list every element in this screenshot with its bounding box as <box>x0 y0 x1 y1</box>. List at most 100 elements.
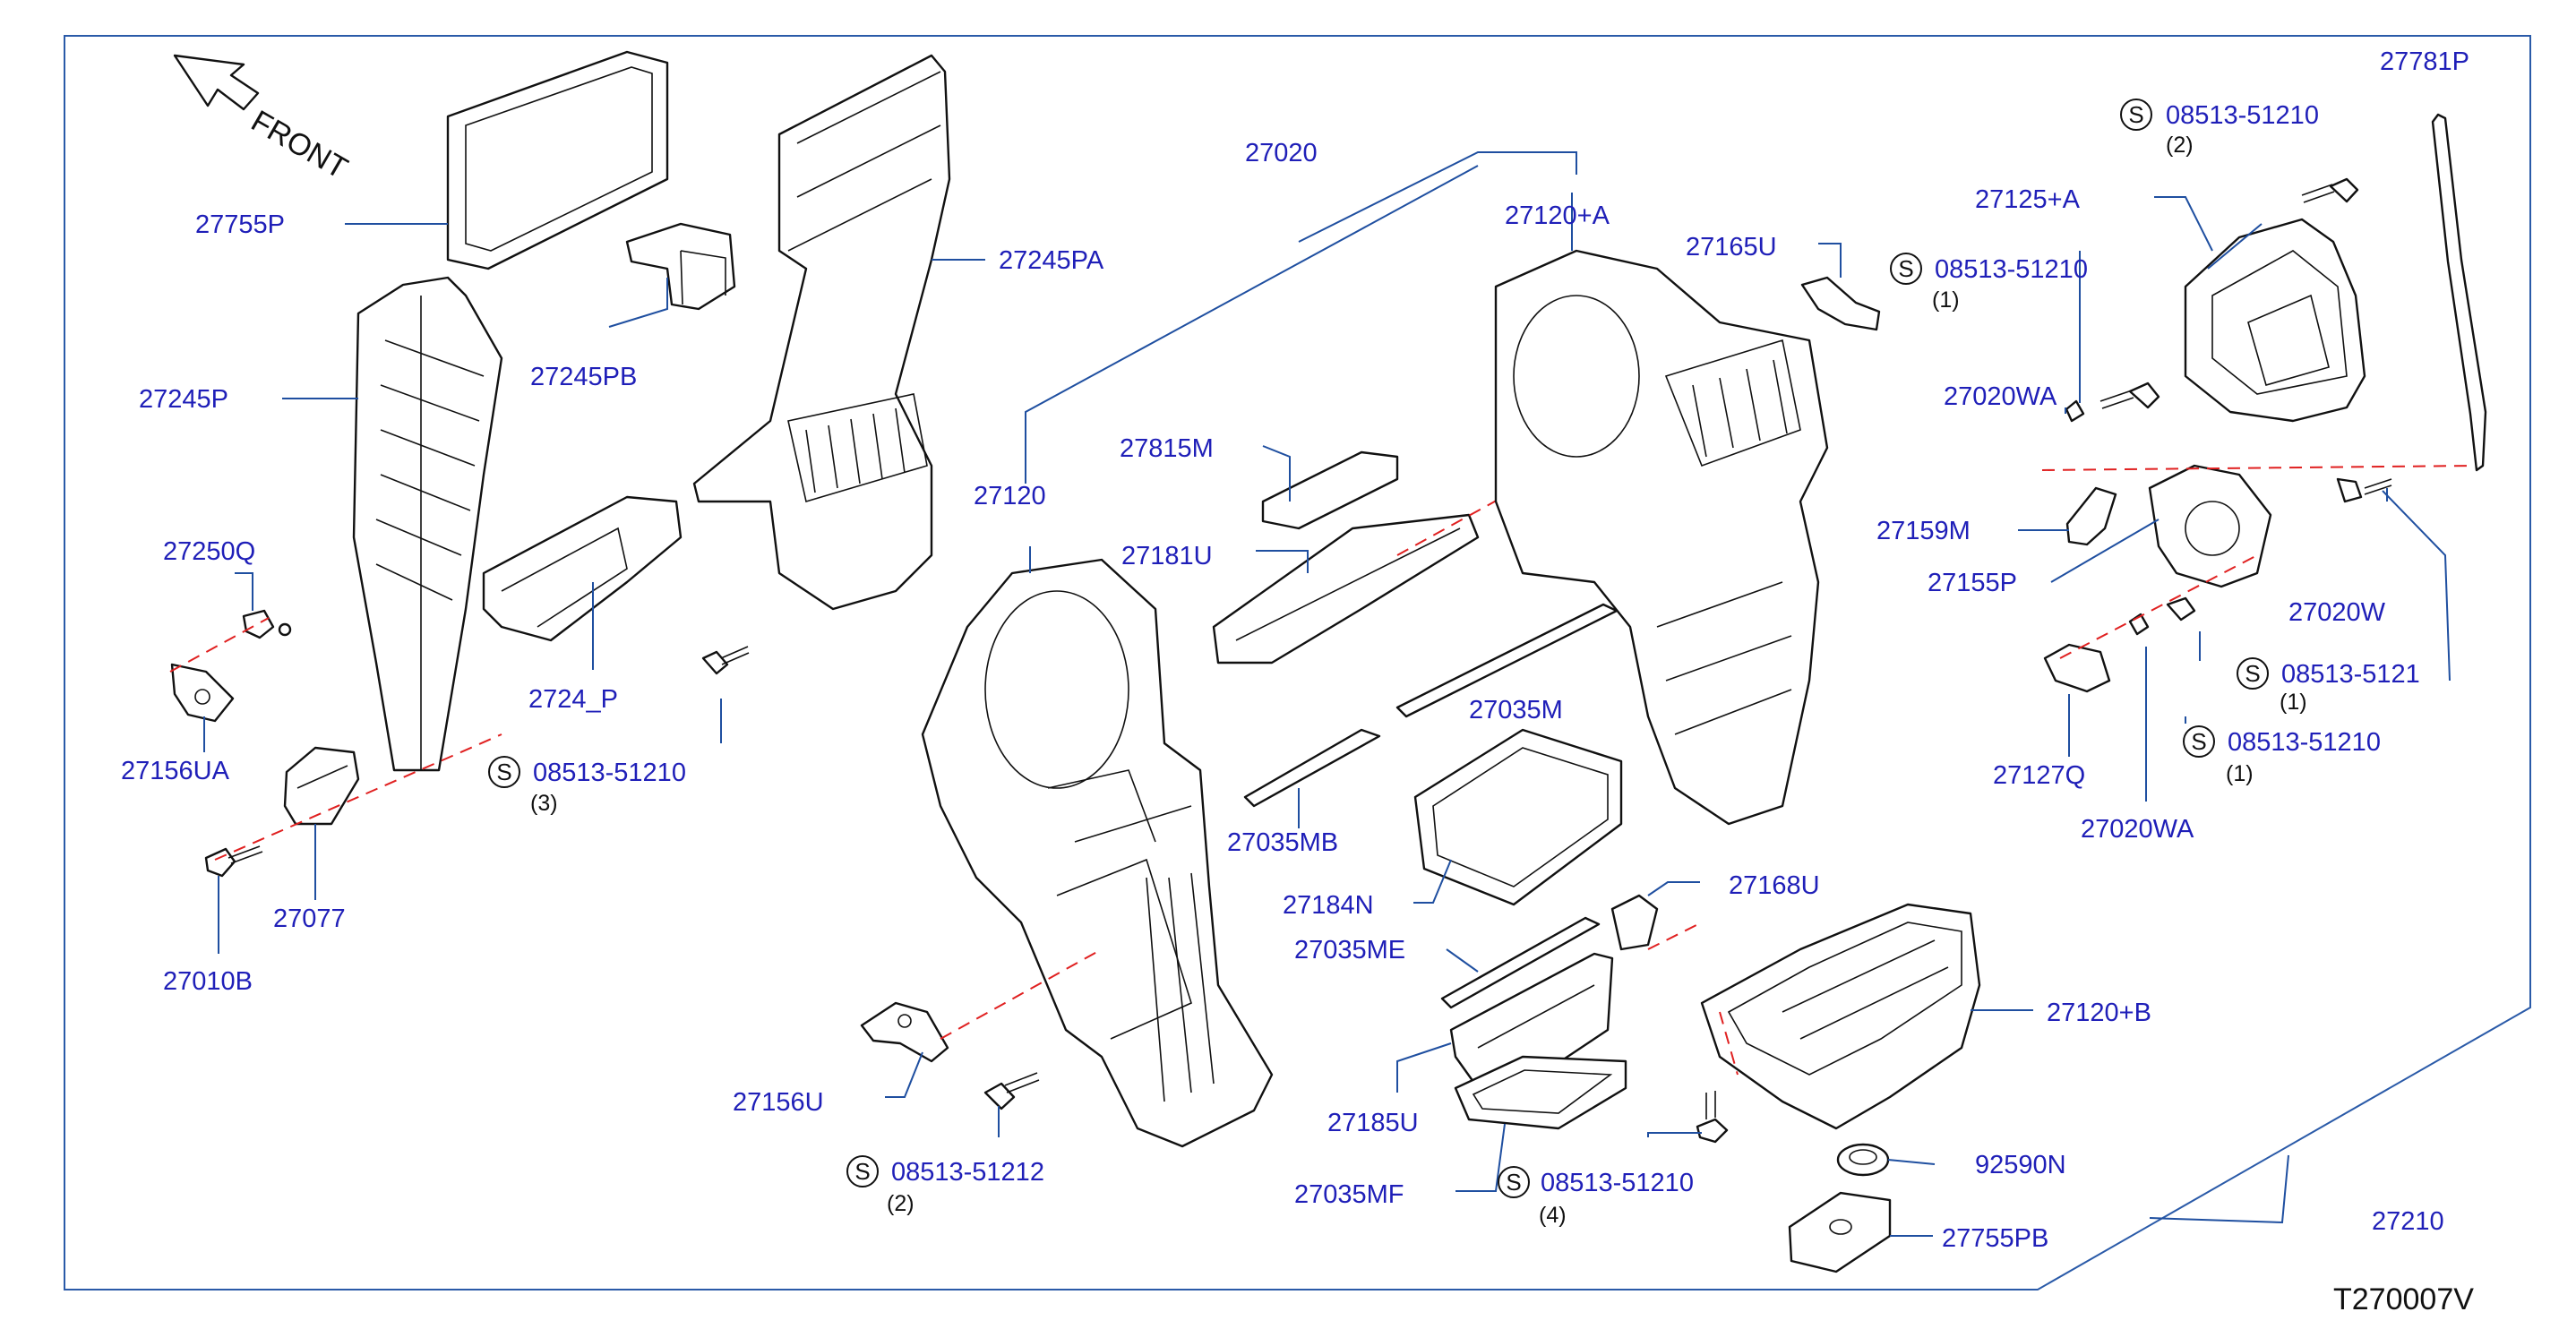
axis-line-right-center <box>1647 922 1739 1076</box>
screw-27010b-drawing <box>204 845 263 878</box>
bracket-27245pb-drawing <box>625 222 736 311</box>
callout-c04: 27245P <box>139 385 228 414</box>
screw-part-number: 08513-51210 <box>2228 728 2381 757</box>
callout-c16: 27165U <box>1686 233 1777 262</box>
grommet-92590n-drawing <box>1836 1143 1890 1177</box>
callout-c23: 27120+B <box>2047 999 2151 1027</box>
lever-27156ua-drawing <box>170 663 235 723</box>
front-label: FRONT <box>245 104 353 185</box>
leader-lines <box>203 151 2451 1237</box>
screw-symbol: S <box>2128 101 2143 128</box>
callout-partial-27035m: 27035M <box>1469 696 1563 725</box>
callout-c31: 27155P <box>1928 569 2017 597</box>
screw-callout-s05: S 08513-51210 (1) <box>1890 253 2088 313</box>
screw-quantity: (1) <box>2226 761 2254 786</box>
frame-27184n-drawing <box>1413 728 1623 906</box>
lever-27156u-drawing <box>860 1001 949 1063</box>
callout-c17: 27184N <box>1283 891 1374 920</box>
callout-c11: 27120 <box>974 482 1046 510</box>
screw-symbol: S <box>496 759 511 785</box>
callout-c05: 27250Q <box>163 537 255 566</box>
screw-callout-s07: S 08513-51210 (1) <box>2183 725 2381 786</box>
callout-c25: 27755PB <box>1942 1224 2048 1253</box>
screw-quantity: (2) <box>887 1191 914 1216</box>
callout-c21: 27035MF <box>1294 1180 1404 1209</box>
screw-center-drawing <box>983 1072 1040 1110</box>
pad-27755pb-drawing <box>1788 1191 1892 1273</box>
axis-line-right <box>2041 465 2473 471</box>
motor-27077-drawing <box>283 746 360 826</box>
callout-c02: 27245PA <box>999 246 1104 275</box>
actuator-27125a-drawing <box>2184 218 2366 423</box>
part-27168u-drawing <box>1610 894 1659 951</box>
callout-c30: 27159M <box>1876 517 1971 545</box>
part-27181u-drawing <box>1212 513 1480 664</box>
callout-c33: 27127Q <box>1993 761 2085 790</box>
drawing-code: T270007V <box>2333 1282 2474 1316</box>
screw-right-top-drawing <box>2301 177 2359 203</box>
s-symbol-icon <box>1498 1166 1530 1198</box>
screw-callout-s03: S 08513-51210 (4) <box>1498 1166 1694 1228</box>
screw-part-number: 08513-5121 <box>2281 660 2420 689</box>
washer-27020wa-drawing <box>2065 399 2085 423</box>
screw-lower-drawing <box>1696 1091 1729 1144</box>
diagram-frame <box>64 35 2531 1290</box>
callout-c18: 27035ME <box>1294 936 1405 965</box>
callout-c10: 27020 <box>1245 139 1318 167</box>
filter-gasket-drawing <box>446 50 669 270</box>
callout-c08: 27010B <box>163 967 253 996</box>
screw-quantity: (2) <box>2166 133 2194 158</box>
screw-symbol: S <box>2191 728 2206 755</box>
inlet-2724p-drawing <box>482 495 683 642</box>
s-symbol-icon <box>2120 99 2152 131</box>
s-symbol-icon <box>488 756 520 788</box>
screw-quantity: (1) <box>1932 287 1960 313</box>
callout-c27: 27781P <box>2380 47 2469 76</box>
washer-27020w-drawing <box>2336 477 2392 503</box>
axis-line-center <box>940 948 1103 1040</box>
callout-c28: 27125+A <box>1975 185 2081 214</box>
screw-symbol: S <box>1898 255 1913 282</box>
callout-c20: 27185U <box>1327 1109 1419 1137</box>
s-symbol-icon <box>2237 657 2269 690</box>
screw-symbol: S <box>1506 1169 1521 1196</box>
s-symbol-icon <box>1890 253 1922 285</box>
screw-right-mid-drawing <box>2099 382 2160 409</box>
lever-27127q-drawing <box>2043 643 2111 693</box>
screw-quantity: (4) <box>1539 1203 1567 1228</box>
screw-callout-s01: S 08513-51210 (3) <box>488 756 686 816</box>
front-arrow-icon <box>173 54 260 111</box>
s-symbol-icon <box>2183 725 2215 758</box>
screw-quantity: (3) <box>530 791 558 816</box>
axis-line-right-2 <box>2059 554 2258 659</box>
strip-27035me-drawing <box>1440 916 1601 1009</box>
callout-c14: 27035MB <box>1227 828 1338 857</box>
screw-part-number: 08513-51210 <box>533 759 686 787</box>
axis-line-left <box>169 617 270 673</box>
callout-c01: 27755P <box>195 210 285 239</box>
duct-27245pa-drawing <box>692 54 951 611</box>
part-27815m-drawing <box>1261 450 1399 530</box>
s-symbol-icon <box>846 1155 879 1188</box>
screw-quantity: (1) <box>2280 690 2307 715</box>
screw-callout-s06: S 08513-5121 (1) <box>2237 657 2420 715</box>
screw-part-number: 08513-51210 <box>1541 1169 1694 1197</box>
screw-callout-s04: S 08513-51210 (2) <box>2120 99 2319 158</box>
callout-c09: 2724_P <box>528 685 618 714</box>
callout-c32: 27020W <box>2288 598 2386 627</box>
screw-callout-s02: S 08513-51212 (2) <box>846 1155 1044 1216</box>
screw-left-drawing <box>701 646 750 675</box>
part-27165u-drawing <box>1800 276 1881 331</box>
callout-c15: 27120+A <box>1505 201 1610 230</box>
callout-c24: 92590N <box>1975 1151 2066 1179</box>
callout-c07: 27077 <box>273 905 346 933</box>
actuator-27155p-drawing <box>2148 464 2272 588</box>
callout-c29: 27020WA <box>1944 382 2057 411</box>
link-27159m-drawing <box>2065 486 2117 546</box>
screw-part-number: 08513-51212 <box>891 1158 1044 1187</box>
screw-symbol: S <box>854 1158 870 1185</box>
screw-part-number: 08513-51210 <box>1935 255 2088 284</box>
housing-27120a-drawing <box>1494 249 1829 826</box>
callout-c22: 27156U <box>733 1088 824 1117</box>
